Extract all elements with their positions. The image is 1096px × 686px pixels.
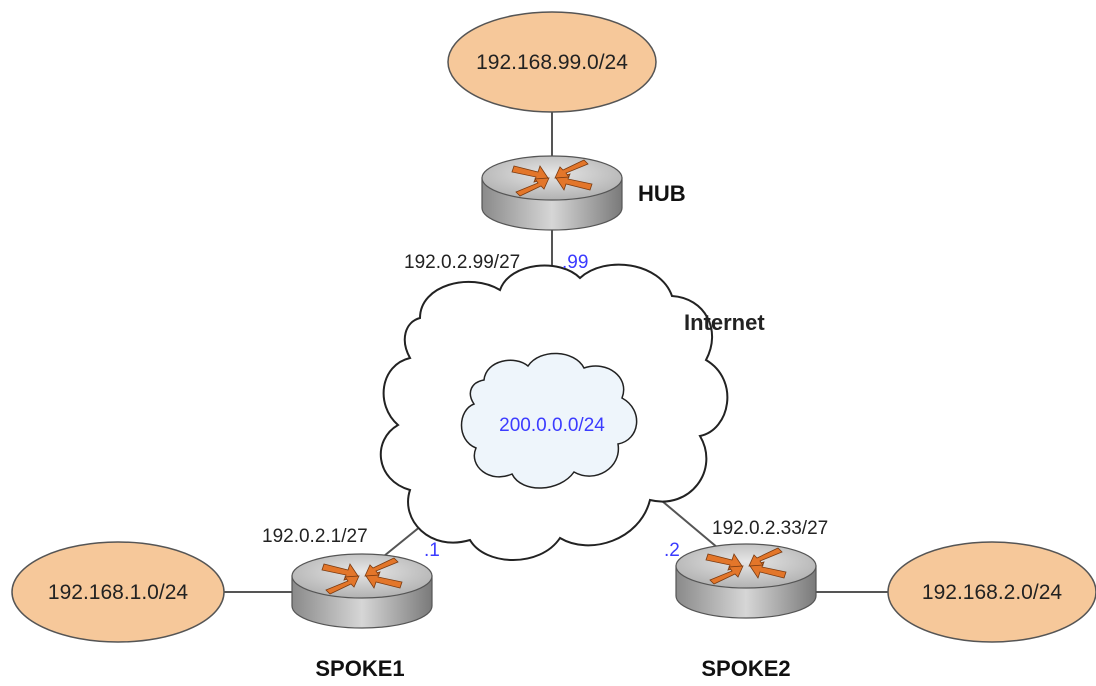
spoke2-name: SPOKE2 (701, 656, 790, 681)
hub-host-suffix: .99 (562, 252, 588, 273)
spoke2-wan-address: 192.0.2.33/27 (712, 518, 828, 539)
spoke1-wan-address: 192.0.2.1/27 (262, 526, 368, 547)
hub-router-icon (481, 155, 623, 231)
spoke2-router-icon (675, 543, 817, 619)
hub-lan-label: 192.168.99.0/24 (476, 51, 628, 74)
spoke1-lan-label: 192.168.1.0/24 (48, 581, 188, 604)
hub-lan-ellipse (447, 11, 657, 113)
spoke1-router-icon (291, 553, 433, 629)
inner-cloud-icon (460, 352, 638, 489)
spoke1-lan-ellipse (11, 541, 225, 643)
inner-network-label: 200.0.0.0/24 (499, 415, 605, 436)
spoke1-host-suffix: .1 (424, 540, 440, 561)
hub-name: HUB (638, 181, 686, 206)
spoke2-lan-label: 192.168.2.0/24 (922, 581, 1062, 604)
spoke1-name: SPOKE1 (315, 656, 404, 681)
hub-wan-address: 192.0.2.99/27 (404, 252, 520, 273)
spoke2-host-suffix: .2 (664, 540, 680, 561)
spoke2-lan-ellipse (887, 541, 1096, 643)
internet-label: Internet (684, 310, 765, 335)
